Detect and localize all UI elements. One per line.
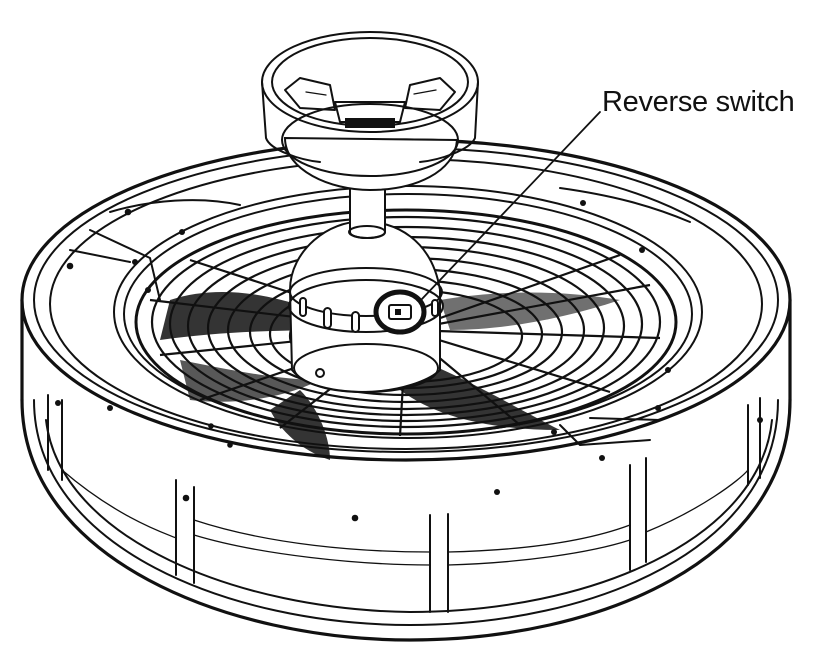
callout-reverse-switch: Reverse switch [420, 86, 795, 301]
ring-screws [55, 200, 763, 522]
motor-vents [299, 297, 439, 333]
callout-label-reverse-switch: Reverse switch [602, 86, 794, 118]
mounting-canopy [261, 31, 479, 192]
reverse-switch [373, 289, 427, 335]
downrod [348, 187, 386, 239]
housing-posts [47, 394, 761, 613]
motor-housing [288, 220, 444, 394]
fan-housing-drum [20, 298, 792, 642]
